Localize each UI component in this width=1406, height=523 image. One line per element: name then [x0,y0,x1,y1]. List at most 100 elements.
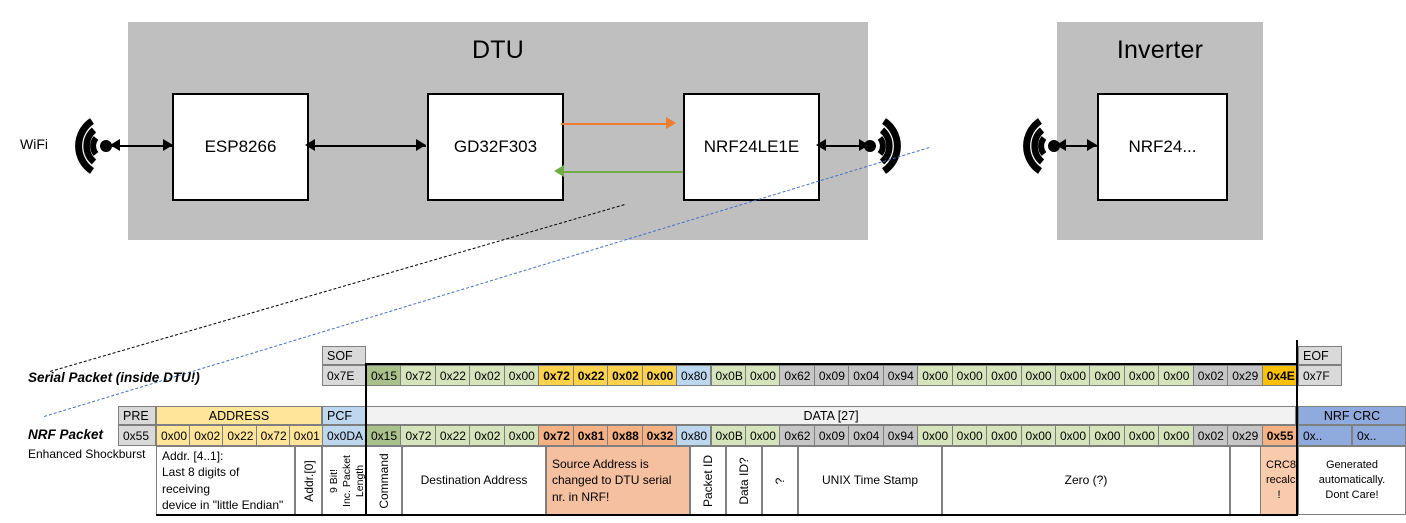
serial-byte-14: 0x04 [848,365,884,386]
serial-byte-15: 0x94 [882,365,919,386]
nrf-payload-left-rule [365,400,367,516]
serial-byte-4: 0x00 [503,365,540,386]
nrf-byte-0: 0x15 [366,425,402,446]
enclosure-inverter-title: Inverter [1116,36,1204,64]
serial-eof-header: EOF [1298,346,1342,365]
chip-gd32f303-label: GD32F303 [453,137,538,156]
serial-sof-value: 0x7E [322,365,366,386]
nrf-pre-header: PRE [118,406,156,425]
serial-byte-25: 0x29 [1227,365,1263,386]
nrf-byte-1: 0x72 [400,425,436,446]
nrf-byte-25: 0x29 [1227,425,1263,446]
nrf-crc-value-1: 0x.. [1352,425,1406,446]
arrow-nrf-antenna-head-left [816,139,826,151]
nrf-byte-3: 0x02 [469,425,505,446]
serial-byte-10: 0x0B [710,365,746,386]
desc-timestamp-text: UNIX Time Stamp [821,473,919,488]
nrf-byte-12: 0x62 [779,425,815,446]
serial-payload-right-rule [1296,340,1298,400]
arrow-nrf-gd-green-line [561,171,683,173]
desc-pcf: 9 Bit! Inc. Packet Length [322,446,366,515]
desc-data-id: Data ID? [726,446,762,515]
serial-byte-21: 0x00 [1089,365,1125,386]
serial-byte-2: 0x22 [434,365,471,386]
arrow-inverter-antenna-line [1059,145,1097,147]
nrf-byte-18: 0x00 [986,425,1022,446]
serial-byte-23: 0x00 [1158,365,1194,386]
nrf-desc-bottom-rule [156,514,1296,516]
serial-byte-5: 0x72 [538,365,574,386]
desc-addr0: Addr.[0] [295,446,322,515]
nrf-byte-24: 0x02 [1192,425,1229,446]
desc-destination-text: Destination Address [420,473,528,488]
serial-byte-8: 0x00 [641,365,678,386]
nrf-byte-22: 0x00 [1123,425,1160,446]
desc-addr0-text: Addr.[0] [301,459,316,502]
arrow-gd-nrf-orange-line [561,123,673,125]
serial-byte-18: 0x00 [986,365,1022,386]
desc-data-id-text: Data ID? [737,456,751,505]
serial-byte-6: 0x22 [572,365,609,386]
arrow-esp-gd-head-left [305,139,315,151]
serial-byte-26: 0x4E [1261,365,1298,386]
nrf-byte-15: 0x94 [882,425,919,446]
serial-byte-1: 0x72 [400,365,436,386]
nrf-byte-19: 0x00 [1020,425,1056,446]
nrf-address-header: ADDRESS [156,406,322,425]
serial-byte-0: 0x15 [366,365,402,386]
chip-nrf24: NRF24... [1097,93,1228,201]
nrf-byte-2: 0x22 [434,425,471,446]
serial-byte-22: 0x00 [1123,365,1160,386]
serial-eof-value: 0x7F [1298,365,1342,386]
antenna-wifi-icon [75,118,112,174]
desc-unknown-1: ? [762,446,798,515]
nrf-byte-16: 0x00 [917,425,953,446]
nrf-byte-20: 0x00 [1055,425,1091,446]
arrow-inverter-antenna-head-left [1056,139,1066,151]
nrf-pcf-value: 0x0DA [322,425,366,446]
serial-byte-13: 0x09 [813,365,850,386]
nrf-byte-17: 0x00 [951,425,988,446]
enclosure-inverter: Inverter [1057,22,1263,240]
arrow-wifi-esp-head-left [110,139,120,151]
nrf-crc-value-0: 0x.. [1298,425,1352,446]
desc-timestamp: UNIX Time Stamp [798,446,942,515]
nrf-payload-right-rule [1296,400,1298,516]
serial-top-rule [366,363,1296,365]
serial-byte-11: 0x00 [744,365,781,386]
arrow-nrf-gd-green-head [554,165,564,177]
chip-gd32f303: GD32F303 [427,93,564,201]
antenna-inverter-icon [1023,118,1060,174]
arrow-wifi-esp-head-right [163,139,173,151]
desc-command: Command [366,446,402,515]
nrf-address-byte-2: 0x22 [222,425,257,446]
arrow-nrf-antenna-head-right [859,139,869,151]
desc-packet-id: Packet ID [690,446,726,515]
serial-byte-20: 0x00 [1055,365,1091,386]
nrf-address-byte-0: 0x00 [156,425,191,446]
nrf-address-byte-4: 0x01 [288,425,323,446]
nrf-data-header: DATA [27] [366,406,1296,425]
chip-esp8266-label: ESP8266 [204,137,277,156]
serial-packet-label: Serial Packet (inside DTU!) [28,370,200,385]
serial-byte-3: 0x02 [469,365,505,386]
chip-nrf24le1e: NRF24LE1E [683,93,820,201]
arrow-esp-gd-line [308,145,426,147]
nrf-crc-header: NRF CRC [1298,406,1406,425]
serial-payload-left-rule [365,363,367,400]
nrf-byte-9: 0x80 [676,425,712,446]
nrf-address-byte-3: 0x72 [255,425,290,446]
chip-nrf24-label: NRF24... [1128,137,1197,156]
serial-byte-17: 0x00 [951,365,988,386]
serial-byte-19: 0x00 [1020,365,1056,386]
desc-pcf-inc: Inc. Packet [341,454,353,507]
nrf-packet-label: NRF Packet [28,427,104,442]
nrf-byte-13: 0x09 [813,425,850,446]
enclosure-dtu-title: DTU [472,36,524,64]
serial-byte-9: 0x80 [676,365,712,386]
